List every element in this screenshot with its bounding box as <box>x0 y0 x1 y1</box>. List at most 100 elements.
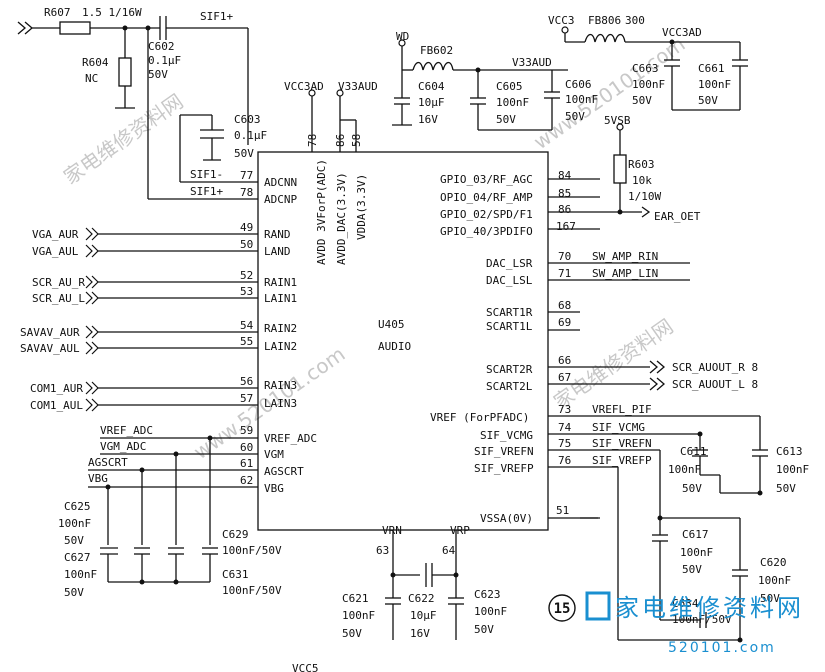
rail-5vsb: 5VSB <box>604 114 631 127</box>
brand-watermark: 家电维修资料网 520101.com <box>585 591 804 656</box>
c603-ref: C603 <box>234 113 261 126</box>
left-pins: 77 ADCNN 78 ADCNP 49 RAND 50 LAND 52 RAI… <box>240 169 317 495</box>
c603-voltage: 50V <box>234 147 254 160</box>
left-pin-name: VGM <box>264 448 284 461</box>
right-net-label: SW_AMP_LIN <box>592 267 658 280</box>
c605-ref: C605 <box>496 80 523 93</box>
c629-value: 100nF/50V <box>222 544 282 557</box>
c613-voltage: 50V <box>776 482 796 495</box>
net-label: SAVAV_AUL <box>20 342 80 355</box>
c605-voltage: 50V <box>496 113 516 126</box>
left-pin-num: 78 <box>240 186 253 199</box>
right-pin-num: 86 <box>558 203 571 216</box>
left-pin-name: ADCNN <box>264 176 297 189</box>
c602-value: 0.1μF <box>148 54 181 67</box>
brand-name: 家电维修资料网 <box>615 594 804 622</box>
c604-value: 10μF <box>418 96 445 109</box>
right-pin-name: SIF_VREFP <box>474 462 534 475</box>
c663-value: 100nF <box>632 78 665 91</box>
c631-ref: C631 <box>222 568 249 581</box>
right-pin-name: GPIO_03/RF_AGC <box>440 173 533 186</box>
fb602-ref: FB602 <box>420 44 453 57</box>
net-label: COM1_AUL <box>30 399 83 412</box>
rail-vcc3ad-right: VCC3AD <box>662 26 702 39</box>
right-net-label: SW_AMP_RIN <box>592 250 658 263</box>
top-pin-num: 86 <box>334 134 347 147</box>
r607-value: 1.5 1/16W <box>82 6 142 19</box>
junctions <box>105 25 763 643</box>
net-label: VGA_AUL <box>32 245 79 258</box>
left-pin-name: RAIN1 <box>264 276 297 289</box>
r607-ref: R607 <box>44 6 71 19</box>
right-pin-name: SIF_VREFN <box>474 445 534 458</box>
left-pin-name: AGSCRT <box>264 465 304 478</box>
right-pin-name: GPIO_40/3PDIFO <box>440 225 533 238</box>
left-pin-name: LAIN3 <box>264 397 297 410</box>
right-net-label: SCR_AUOUT_R 8 <box>672 361 758 374</box>
top-pin-num: 78 <box>306 134 319 147</box>
fb806-ref: FB806 <box>588 14 621 27</box>
net-label: COM1_AUR <box>30 382 83 395</box>
top-pin-name: AVDD 3VForP(ADC) <box>315 159 328 265</box>
net-label: SCR_AU_R <box>32 276 85 289</box>
watermark-bg-1: 家电维修资料网 <box>59 89 187 189</box>
left-pin-num: 55 <box>240 335 253 348</box>
c620-value: 100nF <box>758 574 791 587</box>
right-pins: GPIO_03/RF_AGC 84 OPIO_04/RF_AMP 85 GPIO… <box>430 169 758 525</box>
top-pin-name: AVDD_DAC(3.3V) <box>335 172 348 265</box>
c602-ref: C602 <box>148 40 175 53</box>
right-pin-name: SCART2L <box>486 380 533 393</box>
left-pin-name: LAIN1 <box>264 292 297 305</box>
c611-ref: C611 <box>680 445 707 458</box>
top-pin-num: 58 <box>350 134 363 147</box>
c602-voltage: 50V <box>148 68 168 81</box>
rail-terminals <box>308 26 624 131</box>
right-pin-name: GPIO_02/SPD/F1 <box>440 208 533 221</box>
bottom-pin-name: VRN <box>382 524 402 537</box>
c611-voltage: 50V <box>682 482 702 495</box>
rail-wd: WD <box>396 30 409 43</box>
right-pin-name: SCART1L <box>486 320 533 333</box>
left-pin-num: 60 <box>240 441 253 454</box>
c627-value: 100nF <box>64 568 97 581</box>
c620-voltage: 50V <box>760 592 780 605</box>
rail-vcc3: VCC3 <box>548 14 575 27</box>
left-pin-name: VBG <box>264 482 284 495</box>
c604-voltage: 16V <box>418 113 438 126</box>
watermark-bg-2: www.520101.com <box>529 32 689 154</box>
right-pin-num: 70 <box>558 250 571 263</box>
c634-ref: C634 <box>672 597 699 610</box>
c625-voltage: 50V <box>64 534 84 547</box>
input-arrows <box>85 227 99 412</box>
r603-ref: R603 <box>628 158 655 171</box>
net-vgm-adc: VGM_ADC <box>100 440 146 453</box>
c631-value: 100nF/50V <box>222 584 282 597</box>
right-pin-num: 74 <box>558 421 572 434</box>
left-pin-name: LAND <box>264 245 291 258</box>
c617-value: 100nF <box>680 546 713 559</box>
c620-ref: C620 <box>760 556 787 569</box>
c663-ref: C663 <box>632 62 659 75</box>
c622-value: 10μF <box>410 609 437 622</box>
left-pin-name: VREF_ADC <box>264 432 317 445</box>
rail-vcc5: VCC5 <box>292 662 319 672</box>
right-net-label: SCR_AUOUT_L 8 <box>672 378 758 391</box>
right-pin-name: OPIO_04/RF_AMP <box>440 191 533 204</box>
net-vref-adc: VREF_ADC <box>100 424 153 437</box>
right-pin-num: 68 <box>558 299 571 312</box>
right-net-label: SIF_VCMG <box>592 421 645 434</box>
right-pin-name: SCART2R <box>486 363 533 376</box>
brand-logo-icon <box>585 591 611 621</box>
page-number-badge: 15 <box>548 594 576 622</box>
page-number-circle <box>548 594 576 622</box>
c617-ref: C617 <box>682 528 709 541</box>
net-label: VGA_AUR <box>32 228 79 241</box>
c603-value: 0.1μF <box>234 129 267 142</box>
left-pin-num: 57 <box>240 392 253 405</box>
rail-v33aud-right: V33AUD <box>512 56 552 69</box>
c661-voltage: 50V <box>698 94 718 107</box>
c661-value: 100nF <box>698 78 731 91</box>
rail-v33aud-left: V33AUD <box>338 80 378 93</box>
c622-voltage: 16V <box>410 627 430 640</box>
